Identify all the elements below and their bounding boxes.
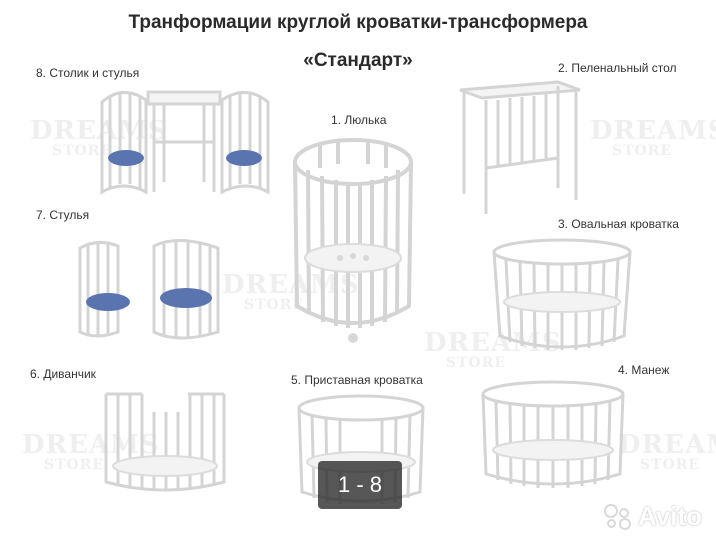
label-changing-table: 2. Пеленальный стол bbox=[558, 61, 677, 75]
gallery-counter: 1 - 8 bbox=[318, 461, 402, 509]
playpen-illustration bbox=[481, 380, 625, 488]
oval-crib-illustration bbox=[492, 238, 632, 350]
label-table-and-chairs: 8. Столик и стулья bbox=[36, 66, 140, 80]
page-title: Транформации круглой кроватки-трансформе… bbox=[128, 12, 588, 33]
chairs-illustration bbox=[78, 238, 220, 340]
table-and-chairs-illustration bbox=[100, 90, 270, 195]
label-side-crib: 5. Приставная кроватка bbox=[291, 373, 423, 387]
sofa-illustration bbox=[104, 392, 226, 492]
avito-logo: Avito bbox=[603, 501, 702, 532]
changing-table-illustration bbox=[459, 80, 581, 214]
label-sofa: 6. Диванчик bbox=[30, 367, 96, 381]
page-subtitle: «Стандарт» bbox=[303, 50, 413, 71]
label-cradle: 1. Люлька bbox=[331, 113, 387, 127]
label-chairs: 7. Стулья bbox=[36, 208, 90, 222]
label-oval-crib: 3. Овальная кроватка bbox=[558, 217, 679, 231]
avito-wordmark: Avito bbox=[637, 501, 702, 531]
label-playpen: 4. Манеж bbox=[618, 363, 670, 377]
cradle-illustration bbox=[293, 138, 413, 343]
avito-dots-icon bbox=[603, 503, 634, 530]
